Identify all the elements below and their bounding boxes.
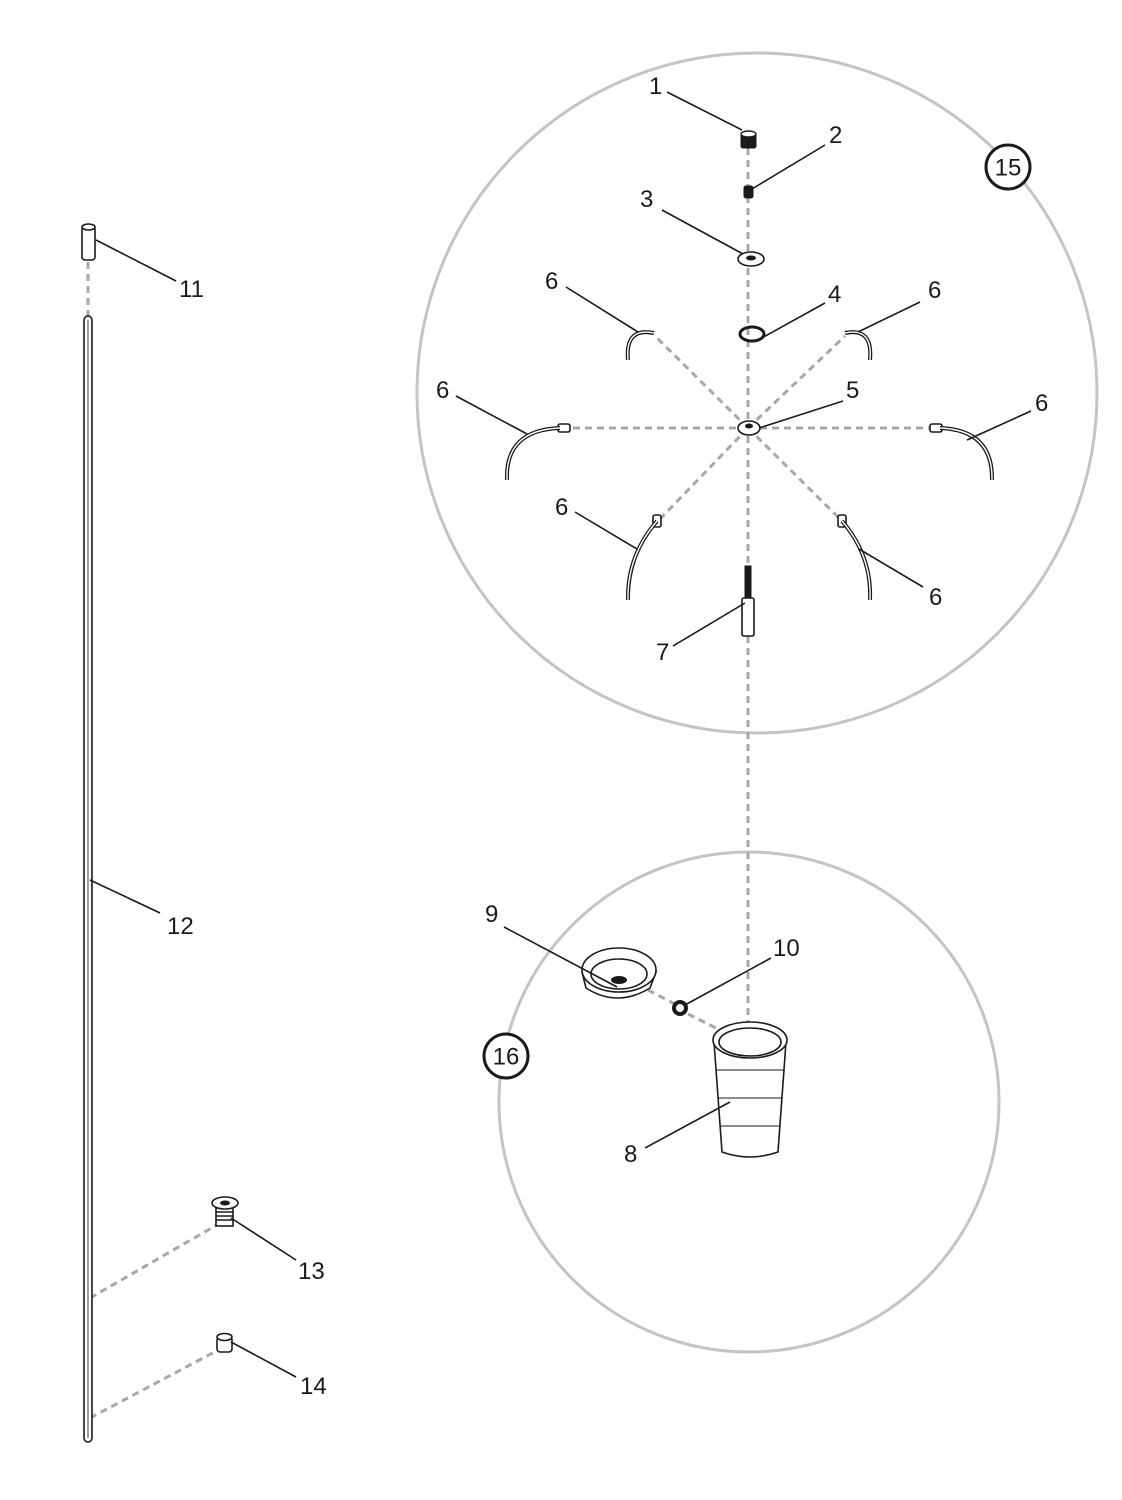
washer-part-3: [737, 251, 765, 267]
label-part-13: 13: [298, 1258, 325, 1285]
tube-part-11: [81, 223, 96, 261]
label-part-6-right: 6: [1035, 390, 1048, 417]
label-part-8: 8: [624, 1141, 637, 1168]
rod-part-12: [83, 315, 93, 1443]
hook-part-6-upper-right: [844, 330, 873, 361]
hook-part-6-right: [929, 423, 995, 481]
label-part-9: 9: [485, 901, 498, 928]
label-part-3: 3: [640, 186, 653, 213]
label-part-6-lower-left: 6: [555, 494, 568, 521]
assembly-dashed-lines: [86, 148, 932, 1420]
callout-assembly-16: 16: [482, 1032, 530, 1080]
label-part-2: 2: [829, 122, 842, 149]
label-part-12: 12: [167, 913, 194, 940]
cap-part-14: [216, 1332, 233, 1353]
label-part-11: 11: [179, 276, 204, 303]
fitting-part-13: [211, 1196, 239, 1227]
knob-part-1: [740, 130, 757, 149]
label-part-5: 5: [846, 377, 859, 404]
label-part-6-upper-left: 6: [545, 268, 558, 295]
ring-part-10: [672, 1000, 688, 1016]
hook-part-6-left: [504, 423, 571, 481]
bead-part-2: [743, 185, 754, 199]
dish-part-9: [580, 947, 658, 999]
label-part-6-left: 6: [436, 377, 449, 404]
callout-assembly-16-label: 16: [493, 1044, 520, 1071]
callout-assembly-15: 15: [984, 143, 1032, 191]
ring-part-4: [738, 325, 766, 343]
hub-part-5: [737, 420, 761, 436]
assembly-15-circle: [415, 51, 1099, 735]
label-part-6-upper-right: 6: [928, 277, 941, 304]
label-part-14: 14: [300, 1373, 327, 1400]
callout-assembly-15-label: 15: [995, 155, 1022, 182]
stem-part-7: [741, 565, 755, 637]
leader-lines: [89, 91, 1032, 1378]
label-part-7: 7: [656, 639, 669, 666]
hook-part-6-lower-right: [837, 514, 873, 601]
label-part-6-lower-right: 6: [929, 584, 942, 611]
hook-part-6-upper-left: [625, 330, 655, 361]
cup-part-8: [712, 1021, 788, 1158]
label-part-10: 10: [773, 935, 800, 962]
label-part-1: 1: [649, 73, 662, 100]
hook-part-6-lower-left: [625, 514, 662, 601]
label-part-4: 4: [828, 281, 841, 308]
